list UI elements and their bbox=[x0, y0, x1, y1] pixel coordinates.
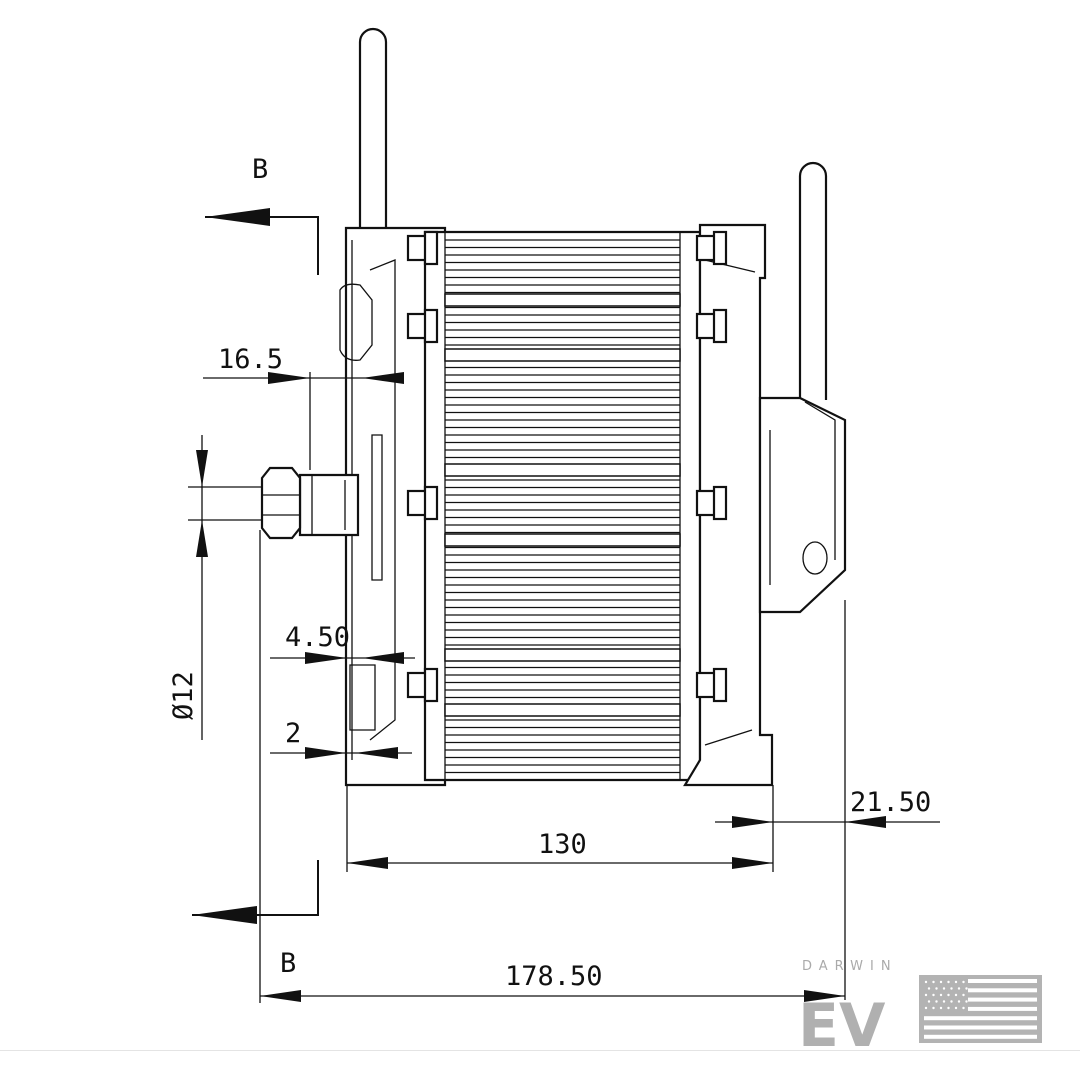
left-rod bbox=[358, 27, 388, 230]
dim-shaft-diameter: Ø12 bbox=[168, 671, 199, 720]
dim-body-width: 130 bbox=[538, 829, 587, 860]
bolts bbox=[406, 230, 728, 703]
bolt-icon bbox=[406, 671, 428, 699]
dimension-lines bbox=[188, 208, 940, 1003]
logo-main-text: EV bbox=[798, 991, 886, 1061]
section-label-bottom: B bbox=[280, 948, 296, 979]
section-label-top: B bbox=[252, 154, 268, 185]
us-flag-icon bbox=[919, 975, 1042, 1043]
bolt-icon bbox=[695, 489, 717, 517]
dim-right-offset: 21.50 bbox=[850, 787, 931, 818]
bolt-icon bbox=[406, 234, 428, 262]
finned-stator bbox=[423, 230, 702, 782]
dim-overall-width: 178.50 bbox=[505, 961, 603, 992]
bolt-icon bbox=[695, 671, 717, 699]
left-flange bbox=[339, 226, 447, 787]
shaft-and-nut bbox=[260, 466, 360, 540]
right-flange bbox=[683, 223, 774, 787]
bolt-icon bbox=[695, 312, 717, 340]
bottom-bar bbox=[0, 1050, 1080, 1080]
right-rod bbox=[798, 161, 828, 400]
logo-top-text: DARWIN bbox=[802, 959, 898, 974]
dim-small-gap: 2 bbox=[285, 718, 301, 749]
bolt-icon bbox=[695, 234, 717, 262]
bolt-icon bbox=[406, 489, 428, 517]
right-cover bbox=[758, 396, 847, 614]
dim-flange-offset: 16.5 bbox=[218, 344, 283, 375]
darwin-ev-logo: DARWIN EV bbox=[798, 959, 898, 1061]
bolt-icon bbox=[406, 312, 428, 340]
dim-gap: 4.50 bbox=[285, 622, 350, 653]
